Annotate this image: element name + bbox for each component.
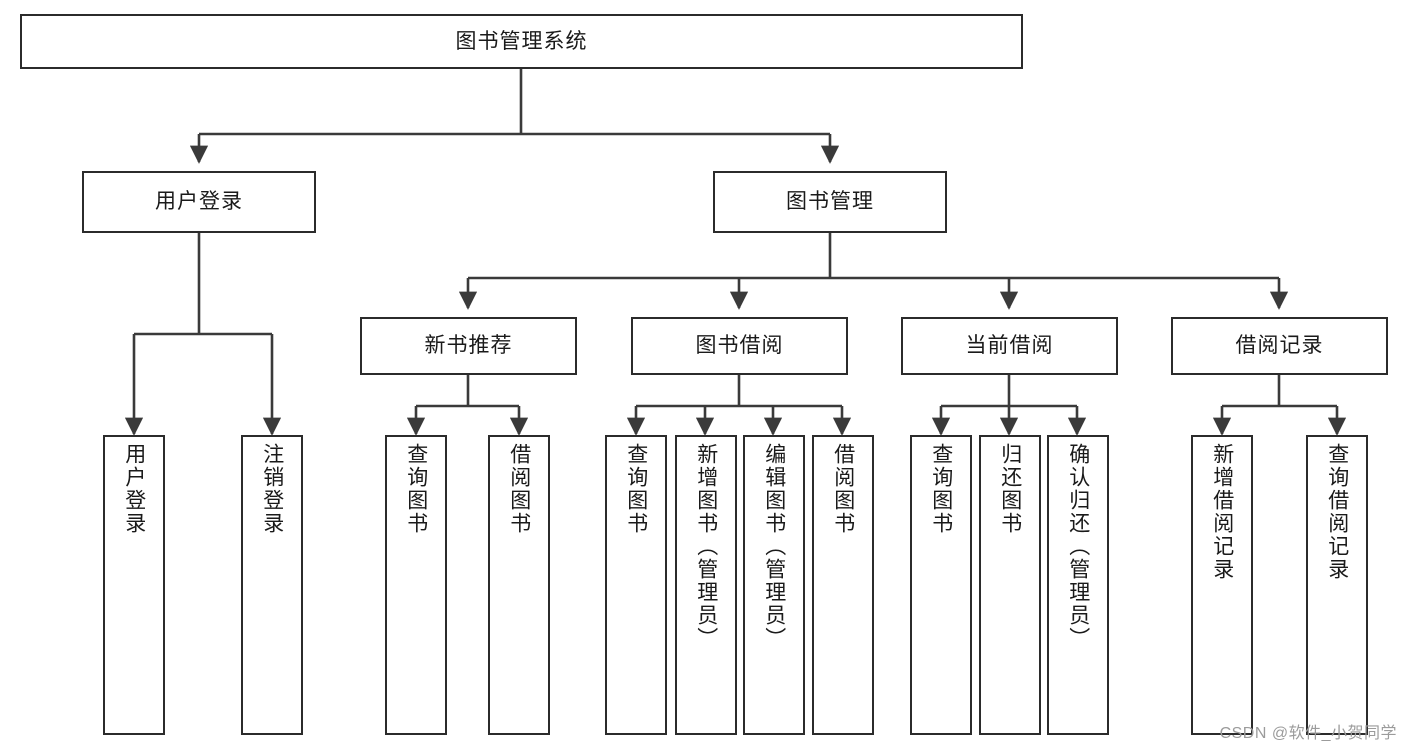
leaf-user-login-0[interactable]: 用户登录: [103, 435, 165, 735]
leaf-book-borrow-0[interactable]: 查询图书: [605, 435, 667, 735]
leaf-new-book-0-label: 查询图书: [404, 443, 428, 535]
node-new-book-recommend[interactable]: 新书推荐: [360, 317, 577, 375]
node-root-label: 图书管理系统: [455, 29, 588, 53]
leaf-book-borrow-2-label: 编辑图书（管理员）: [762, 443, 786, 650]
node-book-management[interactable]: 图书管理: [713, 171, 947, 233]
leaf-borrow-record-0[interactable]: 新增借阅记录: [1191, 435, 1253, 735]
watermark-text: CSDN @软件_小贺同学: [1219, 725, 1397, 742]
node-book-borrow-label: 图书借阅: [695, 334, 784, 358]
leaf-book-borrow-2[interactable]: 编辑图书（管理员）: [743, 435, 805, 735]
leaf-book-borrow-1-label: 新增图书（管理员）: [694, 443, 718, 650]
leaf-current-borrow-0[interactable]: 查询图书: [910, 435, 972, 735]
leaf-current-borrow-1[interactable]: 归还图书: [979, 435, 1041, 735]
leaf-new-book-1-label: 借阅图书: [507, 443, 531, 535]
node-current-borrow[interactable]: 当前借阅: [901, 317, 1118, 375]
leaf-book-borrow-3-label: 借阅图书: [831, 443, 855, 535]
leaf-current-borrow-1-label: 归还图书: [998, 443, 1022, 535]
leaf-new-book-0[interactable]: 查询图书: [385, 435, 447, 735]
leaf-borrow-record-1[interactable]: 查询借阅记录: [1306, 435, 1368, 735]
leaf-user-login-0-label: 用户登录: [122, 443, 146, 535]
node-book-borrow[interactable]: 图书借阅: [631, 317, 848, 375]
node-user-login[interactable]: 用户登录: [82, 171, 316, 233]
node-borrow-record-label: 借阅记录: [1235, 334, 1324, 358]
node-root[interactable]: 图书管理系统: [20, 14, 1023, 69]
node-current-borrow-label: 当前借阅: [965, 334, 1054, 358]
node-book-management-label: 图书管理: [786, 190, 874, 214]
leaf-book-borrow-0-label: 查询图书: [624, 443, 648, 535]
leaf-current-borrow-0-label: 查询图书: [929, 443, 953, 535]
leaf-current-borrow-2[interactable]: 确认归还（管理员）: [1047, 435, 1109, 735]
node-user-login-label: 用户登录: [155, 190, 243, 214]
leaf-new-book-1[interactable]: 借阅图书: [488, 435, 550, 735]
leaf-book-borrow-1[interactable]: 新增图书（管理员）: [675, 435, 737, 735]
leaf-user-login-1[interactable]: 注销登录: [241, 435, 303, 735]
node-borrow-record[interactable]: 借阅记录: [1171, 317, 1388, 375]
leaf-borrow-record-0-label: 新增借阅记录: [1210, 443, 1234, 581]
leaf-user-login-1-label: 注销登录: [260, 443, 284, 535]
leaf-borrow-record-1-label: 查询借阅记录: [1325, 443, 1349, 581]
node-new-book-recommend-label: 新书推荐: [424, 334, 513, 358]
leaf-book-borrow-3[interactable]: 借阅图书: [812, 435, 874, 735]
leaf-current-borrow-2-label: 确认归还（管理员）: [1066, 443, 1090, 650]
